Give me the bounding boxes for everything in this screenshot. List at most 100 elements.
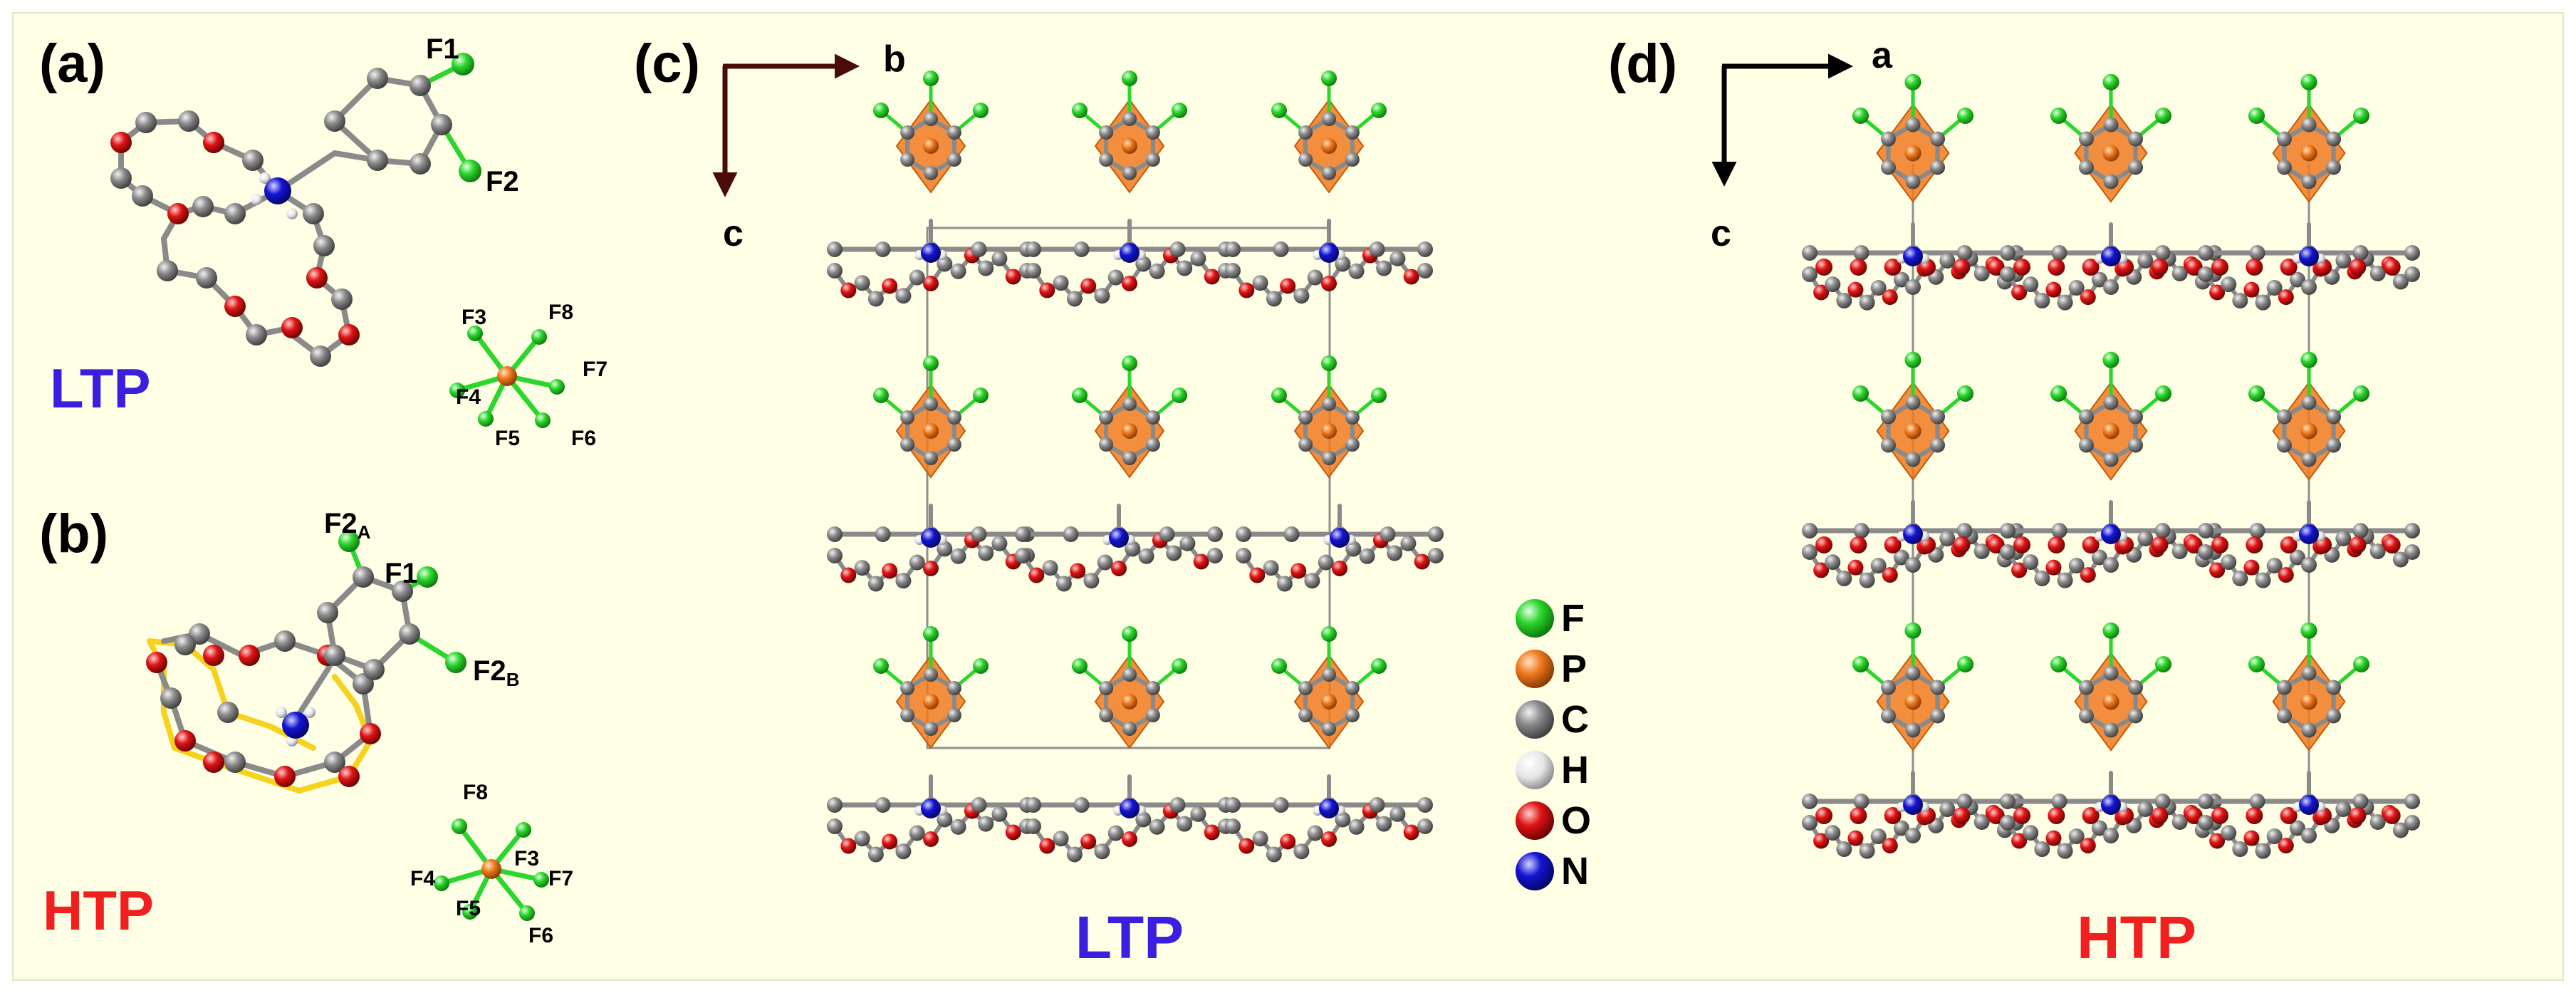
carbon-atom: [1177, 816, 1193, 832]
carbon-atom: [1417, 263, 1433, 279]
oxygen-atom: [2185, 536, 2203, 553]
legend-label-f: F: [1561, 597, 1585, 640]
carbon-atom: [1905, 452, 1921, 467]
legend-item-c: C: [1516, 698, 1589, 741]
carbon-atom: [947, 125, 961, 140]
fluorine-atom: [478, 411, 494, 427]
carbon-atom: [1973, 265, 1990, 281]
nitrogen-atom: [1120, 243, 1140, 263]
carbon-atom: [1135, 811, 1152, 828]
oxygen-atom: [360, 723, 381, 744]
carbon-atom: [1836, 293, 1852, 309]
oxygen-atom: [2011, 833, 2028, 849]
carbon-atom: [2326, 131, 2342, 147]
axis-label-b: b: [883, 38, 906, 80]
carbon-atom: [1369, 797, 1385, 813]
oxygen-atom: [2045, 281, 2062, 298]
carbon-atom: [2034, 571, 2050, 587]
oxygen-atom: [2045, 559, 2062, 576]
carbon-atom: [196, 267, 217, 288]
carbon-atom: [895, 843, 912, 860]
carbon-atom: [1853, 523, 1870, 539]
legend-item-n: N: [1516, 850, 1589, 893]
carbon-atom: [1145, 125, 1160, 140]
atom-label-f1: F1: [426, 33, 459, 65]
oxygen-atom: [1850, 807, 1867, 824]
carbon-atom: [1930, 708, 1946, 724]
carbon-atom: [978, 545, 994, 561]
carbon-atom: [1225, 241, 1241, 257]
carbon-atom: [1066, 291, 1083, 307]
oxygen-atom: [1204, 824, 1220, 841]
carbon-atom: [174, 634, 196, 655]
panel-b: (b) F2A F1 F2B F8 F3 F7 F4 F5 F6 HTP: [39, 504, 573, 947]
oxygen-atom: [2349, 807, 2367, 824]
oxygen-atom: [1953, 536, 1971, 553]
carbon-atom: [2137, 252, 2154, 269]
fluorine-atom: [1271, 103, 1287, 118]
oxygen-atom: [840, 567, 857, 583]
oxygen-atom: [2383, 807, 2401, 824]
carbon-atom: [971, 797, 987, 813]
oxygen-atom: [2048, 259, 2065, 276]
carbon-atom: [2232, 293, 2248, 309]
carbon-atom: [1236, 526, 1251, 542]
carbon-atom: [909, 825, 925, 841]
carbon-atom: [2301, 279, 2317, 295]
hydrogen-atom: [276, 707, 287, 718]
carbon-atom: [310, 345, 331, 367]
carbon-atom: [1802, 544, 1818, 560]
oxygen-atom: [1321, 831, 1337, 847]
carbon-atom: [1853, 794, 1870, 809]
carbon-atom: [1159, 526, 1175, 542]
carbon-atom: [1348, 818, 1365, 835]
oxygen-atom: [1884, 259, 1902, 276]
oxygen-atom: [1882, 289, 1898, 306]
fluorine-atom: [973, 103, 989, 118]
carbon-atom: [2078, 160, 2094, 175]
crown-ether-cation-ltp: [110, 53, 481, 367]
carbon-atom: [1905, 395, 1921, 410]
oxygen-atom: [1280, 833, 1296, 850]
carbon-atom: [1825, 276, 1841, 293]
carbon-atom: [1880, 680, 1896, 695]
carbon-atom: [1376, 260, 1392, 276]
carbon-atom: [2103, 828, 2119, 843]
carbon-atom: [1207, 548, 1223, 563]
oxygen-atom: [2082, 536, 2100, 553]
carbon-atom: [1930, 680, 1946, 695]
carbon-atom: [2103, 395, 2119, 410]
oxygen-atom: [2080, 289, 2096, 306]
fluorine-atom: [2154, 385, 2172, 402]
carbon-atom: [1138, 548, 1154, 564]
carbon-atom: [1348, 263, 1365, 279]
carbon-atom: [1428, 548, 1444, 563]
carbon-atom: [2249, 794, 2265, 809]
carbon-atom: [1345, 541, 1362, 557]
carbon-atom: [2301, 828, 2317, 843]
carbon-atom: [1190, 806, 1206, 822]
carbon-atom: [2369, 543, 2386, 559]
fluorine-atom: [2300, 73, 2317, 90]
phase-label-htp-d: HTP: [2077, 904, 2196, 971]
oxygen-atom: [1987, 259, 2005, 276]
oxygen-atom: [2383, 536, 2401, 553]
carbon-atom: [1099, 681, 1114, 695]
carbon-atom: [1026, 797, 1041, 813]
fluorine-atom: [519, 905, 535, 921]
carbon-atom: [1802, 794, 1818, 809]
carbon-atom: [1166, 545, 1182, 561]
legend-swatch-hydrogen: [1516, 751, 1554, 789]
carbon-atom: [2091, 271, 2107, 288]
fluorine-atom: [1072, 388, 1088, 403]
carbon-atom: [1145, 681, 1160, 695]
fluorine-atom: [1172, 658, 1187, 674]
carbon-atom: [431, 114, 452, 135]
panel-b-label: (b): [39, 504, 108, 564]
carbon-atom: [1298, 125, 1313, 140]
carbon-atom: [1345, 681, 1360, 695]
carbon-atom: [2078, 131, 2094, 147]
carbon-atom: [2091, 820, 2107, 836]
carbon-atom: [1380, 526, 1396, 542]
carbon-atom: [367, 68, 388, 89]
